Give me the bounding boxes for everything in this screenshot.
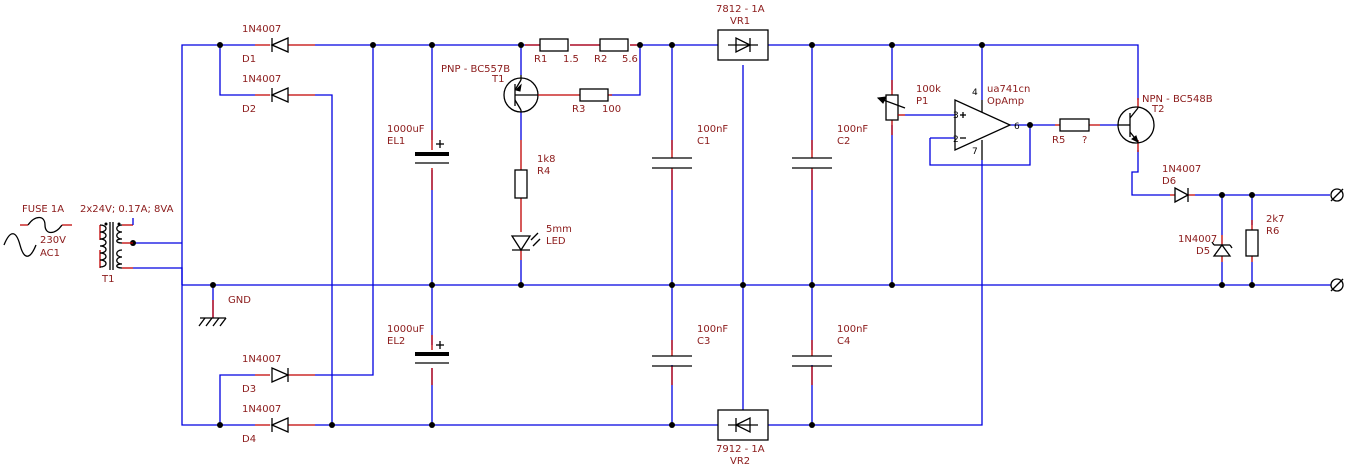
c3-ref-label: C3 bbox=[697, 336, 710, 347]
d3-type-label: 1N4007 bbox=[242, 354, 281, 365]
resistor-r1 bbox=[539, 38, 569, 52]
diode-d6 bbox=[1174, 186, 1190, 204]
opamp-pin2: 2 bbox=[953, 135, 959, 145]
lead-stubs bbox=[20, 44, 1253, 426]
junction-dots bbox=[130, 42, 1255, 428]
capacitor-el2 bbox=[415, 341, 449, 364]
regulator-vr2 bbox=[717, 409, 769, 441]
t2-type-label: NPN - BC548B bbox=[1142, 94, 1213, 105]
r2-value-label: 5.6 bbox=[622, 54, 638, 65]
led-ref-label: LED bbox=[546, 236, 566, 247]
c3-value-label: 100nF bbox=[697, 324, 728, 335]
potentiometer-p1 bbox=[876, 94, 906, 121]
d4-ref-label: D4 bbox=[242, 434, 256, 445]
component-labels: FUSE 1A 2x24V; 0.17A; 8VA 230V AC1 T1 GN… bbox=[22, 4, 1285, 467]
capacitor-c1 bbox=[652, 157, 692, 169]
fuse-symbol bbox=[27, 216, 63, 234]
resistor-r4 bbox=[514, 169, 528, 199]
capacitor-c3 bbox=[652, 355, 692, 367]
resistor-r2 bbox=[599, 38, 629, 52]
d5-type-label: 1N4007 bbox=[1178, 234, 1217, 245]
opamp-pin4: 4 bbox=[972, 88, 978, 98]
led-value-label: 5mm bbox=[546, 224, 572, 235]
diode-d5 bbox=[1211, 241, 1233, 257]
r4-value-label: 1k8 bbox=[537, 154, 556, 165]
opamp-pin6: 6 bbox=[1014, 122, 1020, 132]
output-terminal-positive bbox=[1330, 188, 1344, 202]
ac-ref-label: AC1 bbox=[40, 248, 60, 259]
r3-ref-label: R3 bbox=[572, 104, 585, 115]
resistor-r5 bbox=[1059, 118, 1090, 132]
regulator-vr1 bbox=[717, 29, 769, 61]
c2-value-label: 100nF bbox=[837, 124, 868, 135]
diode-d2 bbox=[270, 87, 289, 103]
transformer-rating-label: 2x24V; 0.17A; 8VA bbox=[80, 204, 174, 215]
transistor-t1 bbox=[503, 75, 560, 113]
c2-ref-label: C2 bbox=[837, 136, 850, 147]
t2-ref-label: T2 bbox=[1151, 104, 1164, 115]
capacitor-c4 bbox=[792, 355, 832, 367]
r5-ref-label: R5 bbox=[1052, 135, 1065, 146]
transformer-symbol bbox=[99, 218, 134, 270]
c4-value-label: 100nF bbox=[837, 324, 868, 335]
fuse-label: FUSE 1A bbox=[22, 204, 64, 215]
opamp-pin7: 7 bbox=[972, 147, 978, 157]
d2-ref-label: D2 bbox=[242, 104, 256, 115]
c1-ref-label: C1 bbox=[697, 136, 710, 147]
vr2-ref-label: VR2 bbox=[730, 456, 750, 467]
d6-type-label: 1N4007 bbox=[1162, 164, 1201, 175]
c1-value-label: 100nF bbox=[697, 124, 728, 135]
opamp-pin3: 3 bbox=[953, 111, 959, 121]
diode-d4 bbox=[270, 417, 289, 433]
p1-value-label: 100k bbox=[916, 84, 941, 95]
d6-ref-label: D6 bbox=[1162, 176, 1176, 187]
d3-ref-label: D3 bbox=[242, 384, 256, 395]
r6-ref-label: R6 bbox=[1266, 226, 1279, 237]
opamp-symbol bbox=[954, 98, 1012, 160]
output-terminal-ground bbox=[1330, 278, 1344, 292]
d2-type-label: 1N4007 bbox=[242, 74, 281, 85]
diode-d3 bbox=[271, 367, 290, 383]
led-symbol bbox=[510, 232, 541, 252]
vr1-type-label: 7812 - 1A bbox=[716, 4, 765, 15]
r6-value-label: 2k7 bbox=[1266, 214, 1285, 225]
t1-ref-label: T1 bbox=[491, 74, 504, 85]
el2-value-label: 1000uF bbox=[387, 324, 425, 335]
r1-ref-label: R1 bbox=[534, 54, 547, 65]
d4-type-label: 1N4007 bbox=[242, 404, 281, 415]
vr2-type-label: 7912 - 1A bbox=[716, 444, 765, 455]
gnd-label: GND bbox=[228, 295, 251, 306]
r4-ref-label: R4 bbox=[537, 166, 550, 177]
d1-ref-label: D1 bbox=[242, 54, 256, 65]
opamp-ref-label: OpAmp bbox=[987, 96, 1024, 107]
resistor-r3 bbox=[579, 88, 609, 102]
el1-value-label: 1000uF bbox=[387, 124, 425, 135]
r1-value-label: 1.5 bbox=[563, 54, 579, 65]
ground-symbol bbox=[198, 317, 227, 327]
ac-source-symbol bbox=[3, 233, 37, 257]
transformer-ref-label: T1 bbox=[101, 274, 114, 285]
r5-value-label: ? bbox=[1082, 135, 1087, 146]
c4-ref-label: C4 bbox=[837, 336, 850, 347]
resistor-r6 bbox=[1245, 229, 1259, 257]
capacitor-c2 bbox=[792, 157, 832, 169]
transistor-t2 bbox=[1117, 106, 1155, 144]
p1-ref-label: P1 bbox=[916, 96, 928, 107]
r3-value-label: 100 bbox=[602, 104, 621, 115]
el2-ref-label: EL2 bbox=[387, 336, 405, 347]
ac-voltage-label: 230V bbox=[40, 235, 66, 246]
vr1-ref-label: VR1 bbox=[730, 16, 750, 27]
d5-ref-label: D5 bbox=[1196, 246, 1210, 257]
t1-type-label: PNP - BC557B bbox=[441, 64, 510, 75]
diode-d1 bbox=[270, 37, 289, 53]
d1-type-label: 1N4007 bbox=[242, 24, 281, 35]
el1-ref-label: EL1 bbox=[387, 136, 405, 147]
capacitor-el1 bbox=[415, 140, 449, 164]
opamp-type-label: ua741cn bbox=[987, 84, 1030, 95]
r2-ref-label: R2 bbox=[594, 54, 607, 65]
